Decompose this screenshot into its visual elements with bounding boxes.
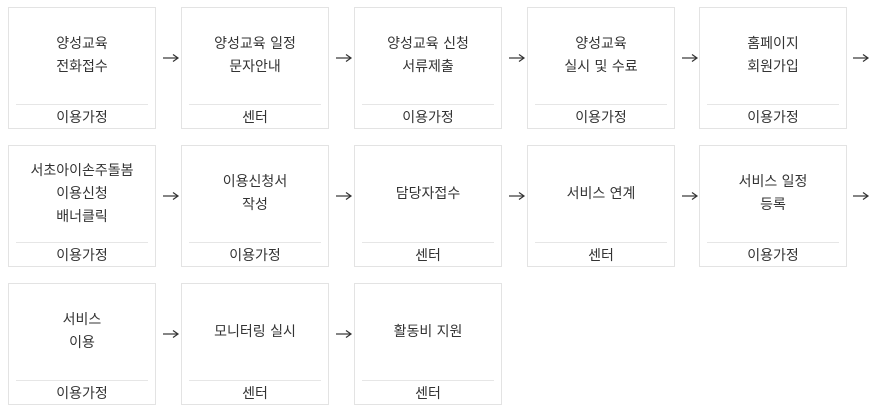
step-divider xyxy=(189,104,321,105)
right-arrow-icon xyxy=(852,189,872,203)
right-arrow-icon xyxy=(335,327,355,341)
step-owner: 이용가정 xyxy=(229,248,281,264)
step-owner: 센터 xyxy=(415,386,441,402)
step-owner: 이용가정 xyxy=(747,248,799,264)
step-card: 이용신청서 작성 이용가정 xyxy=(181,145,329,267)
step-divider xyxy=(16,242,148,243)
step-divider xyxy=(535,104,667,105)
step-label: 양성교육 실시 및 수료 xyxy=(564,36,638,75)
right-arrow-icon xyxy=(335,189,355,203)
step-divider xyxy=(707,104,839,105)
step-owner: 센터 xyxy=(242,386,268,402)
right-arrow-icon xyxy=(508,51,528,65)
step-divider xyxy=(189,242,321,243)
step-label: 모니터링 실시 xyxy=(214,323,296,340)
step-card: 서비스 이용 이용가정 xyxy=(8,283,156,405)
step-label: 서비스 연계 xyxy=(566,185,636,202)
step-label: 서비스 일정 등록 xyxy=(738,174,808,213)
step-owner: 센터 xyxy=(415,248,441,264)
right-arrow-icon xyxy=(162,189,182,203)
step-card: 양성교육 일정 문자안내 센터 xyxy=(181,7,329,129)
step-owner: 이용가정 xyxy=(747,110,799,126)
step-card: 양성교육 신청 서류제출 이용가정 xyxy=(354,7,502,129)
step-label: 양성교육 일정 문자안내 xyxy=(214,36,296,75)
step-divider xyxy=(535,242,667,243)
step-divider xyxy=(362,104,494,105)
right-arrow-icon xyxy=(162,327,182,341)
step-label: 서비스 이용 xyxy=(62,312,102,351)
right-arrow-icon xyxy=(852,51,872,65)
step-label: 서초아이손주돌봄 이용신청 배너클릭 xyxy=(30,162,134,225)
step-label: 활동비 지원 xyxy=(393,323,463,340)
right-arrow-icon xyxy=(335,51,355,65)
step-card: 서비스 일정 등록 이용가정 xyxy=(699,145,847,267)
step-card: 양성교육 실시 및 수료 이용가정 xyxy=(527,7,675,129)
step-divider xyxy=(707,242,839,243)
step-owner: 이용가정 xyxy=(575,110,627,126)
step-card: 모니터링 실시 센터 xyxy=(181,283,329,405)
step-card: 서초아이손주돌봄 이용신청 배너클릭 이용가정 xyxy=(8,145,156,267)
right-arrow-icon xyxy=(162,51,182,65)
step-label: 이용신청서 작성 xyxy=(222,174,288,213)
step-card: 활동비 지원 센터 xyxy=(354,283,502,405)
right-arrow-icon xyxy=(681,51,701,65)
right-arrow-icon xyxy=(681,189,701,203)
step-divider xyxy=(16,104,148,105)
step-owner: 이용가정 xyxy=(56,386,108,402)
step-divider xyxy=(362,380,494,381)
step-divider xyxy=(189,380,321,381)
step-label: 양성교육 신청 서류제출 xyxy=(387,36,469,75)
step-owner: 이용가정 xyxy=(402,110,454,126)
step-card: 담당자접수 센터 xyxy=(354,145,502,267)
step-owner: 센터 xyxy=(588,248,614,264)
step-card: 홈페이지 회원가입 이용가정 xyxy=(699,7,847,129)
step-card: 서비스 연계 센터 xyxy=(527,145,675,267)
step-owner: 이용가정 xyxy=(56,248,108,264)
step-owner: 이용가정 xyxy=(56,110,108,126)
step-label: 홈페이지 회원가입 xyxy=(747,36,799,75)
step-label: 양성교육 전화접수 xyxy=(56,36,108,75)
step-owner: 센터 xyxy=(242,110,268,126)
right-arrow-icon xyxy=(508,189,528,203)
step-divider xyxy=(362,242,494,243)
step-label: 담당자접수 xyxy=(395,185,461,202)
step-divider xyxy=(16,380,148,381)
step-card: 양성교육 전화접수 이용가정 xyxy=(8,7,156,129)
